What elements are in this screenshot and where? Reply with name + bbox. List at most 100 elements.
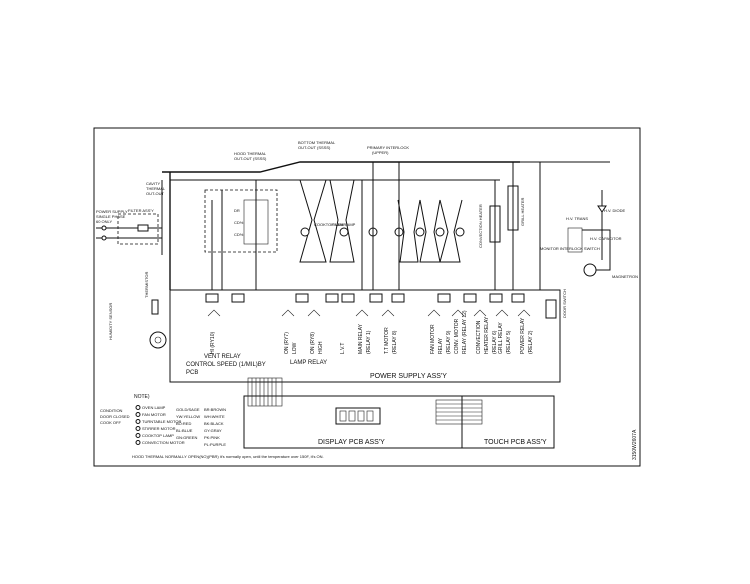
relay-label: GRILL RELAY bbox=[498, 322, 504, 354]
power-supply-label: POWER SUPPLY bbox=[96, 209, 128, 214]
legend-item: TURNTABLE MOTOR bbox=[142, 419, 182, 424]
legend-color: BK:BLACK bbox=[204, 421, 224, 426]
legend-item: COOKTOP LAMP bbox=[142, 433, 174, 438]
hv-circuit bbox=[582, 229, 611, 271]
legend-door-closed: DOOR CLOSED bbox=[100, 414, 130, 419]
legend-color: GOLD/SAGE bbox=[176, 407, 200, 412]
relay-contact bbox=[355, 309, 369, 317]
footnote: HOOD THERMAL NORMALLY OPEN(NO)(PBR) it's… bbox=[132, 454, 324, 459]
touch-ribbon-connector bbox=[435, 399, 483, 425]
legend-note: NOTE) bbox=[134, 394, 150, 400]
legend-symbol-icon bbox=[135, 412, 141, 417]
relay-contact bbox=[307, 309, 321, 317]
legend-item: OVEN LAMP bbox=[142, 405, 166, 410]
digit bbox=[339, 410, 347, 422]
hv-diode-symbol bbox=[597, 205, 607, 213]
connector-blocks bbox=[205, 293, 525, 303]
hv-trans-coil bbox=[567, 227, 583, 253]
filter-assy-box bbox=[117, 213, 159, 245]
legend-item: STIRRER MOTOR bbox=[142, 426, 176, 431]
legend-color: GN:GREEN bbox=[176, 435, 197, 440]
diagram-frame bbox=[93, 127, 641, 467]
bottom-thermal-label: BOTTOM THERMAL bbox=[298, 140, 336, 145]
cooktop-lamp-circle bbox=[300, 227, 310, 237]
hv-capacitor-label: H.V. CAPACITOR bbox=[590, 236, 622, 241]
legend-symbol-icon bbox=[135, 433, 141, 438]
legend-cook-off: COOK OFF bbox=[100, 420, 121, 425]
legend-color: GY:GRAY bbox=[204, 428, 222, 433]
display-ribbon-connector bbox=[247, 377, 283, 407]
relay-contact bbox=[427, 309, 441, 317]
relay-label: (RELAY 5) bbox=[506, 330, 512, 354]
relay-label: RELAY (RELAY 12) bbox=[462, 310, 468, 354]
connector-block bbox=[391, 293, 405, 303]
hv-trans-label: H.V. TRANS bbox=[566, 216, 588, 221]
connector-block bbox=[463, 293, 477, 303]
digit bbox=[348, 410, 356, 422]
fuse-symbol bbox=[137, 224, 149, 232]
relay-label: ON (RY7) bbox=[284, 332, 290, 354]
relay-contact bbox=[281, 309, 295, 317]
humidity-sensor-inner bbox=[154, 336, 162, 344]
coil-label-2: CD% bbox=[234, 220, 244, 225]
humidity-sensor-symbol bbox=[149, 331, 167, 349]
primary-interlock-label-2: (UPPER) bbox=[372, 150, 389, 155]
oven-lamp-label: OVEN LAMP bbox=[332, 222, 356, 227]
legend-color: BR:BROWN bbox=[204, 407, 226, 412]
control-speed-label: CONTROL SPEED (1/MIL)BY bbox=[186, 362, 266, 368]
pcb-label: PCB bbox=[186, 370, 198, 376]
connector-block bbox=[231, 293, 245, 303]
relay-label: CONV. MOTOR bbox=[454, 318, 460, 354]
relay-label: HEATER RELAY bbox=[484, 316, 490, 354]
connector-block bbox=[205, 293, 219, 303]
connector-block bbox=[295, 293, 309, 303]
humidity-sensor-label: HUMIDITY SENSOR bbox=[108, 303, 113, 340]
relay-label: RELAY bbox=[438, 337, 444, 354]
loop-2 bbox=[329, 179, 355, 263]
legend-symbol-icon bbox=[135, 405, 141, 410]
supply-terminal-2 bbox=[101, 235, 107, 241]
digit bbox=[366, 410, 374, 422]
relay-label: (RELAY 2) bbox=[528, 330, 534, 354]
grill-heater-label: GRILL HEATER bbox=[520, 197, 525, 226]
connector-block bbox=[437, 293, 451, 303]
relay-label: L.V.T bbox=[340, 343, 346, 355]
legend-color: BO:RED bbox=[176, 421, 191, 426]
legend-color: YW:YELLOW bbox=[176, 414, 200, 419]
motor-circle-3 bbox=[415, 227, 425, 237]
relay-label: FAN MOTOR bbox=[430, 324, 436, 354]
relay-label: HI (RY10) bbox=[210, 332, 216, 354]
loop-3 bbox=[397, 199, 421, 263]
loop-4 bbox=[419, 199, 441, 263]
door-switch-label: DOOR SWITCH bbox=[562, 289, 567, 318]
relay-contact bbox=[495, 309, 509, 317]
digit bbox=[357, 410, 365, 422]
power-supply-assy-label: POWER SUPPLY ASS'Y bbox=[370, 373, 447, 380]
seven-segment-digits bbox=[339, 410, 374, 422]
relay-label: POWER RELAY bbox=[520, 317, 526, 354]
cooktop-lamp-loop bbox=[299, 179, 327, 263]
legend-color: WH:WHITE bbox=[204, 414, 225, 419]
relay-contact bbox=[451, 309, 465, 317]
relay-contact bbox=[517, 309, 531, 317]
magnetron-symbol bbox=[583, 263, 597, 277]
relay-label: (RELAY 6) bbox=[492, 330, 498, 354]
relay-contact bbox=[207, 309, 221, 317]
monitor-interlock-label: MONITOR INTERLOCK SWITCH bbox=[540, 246, 600, 251]
cavity-thermal-label-3: OUT-OUT bbox=[146, 191, 165, 196]
legend-symbol-icon bbox=[135, 440, 141, 445]
connector-block bbox=[511, 293, 525, 303]
legend-condition: CONDITION bbox=[100, 408, 123, 413]
vent-motor-box bbox=[204, 189, 278, 253]
connector-block bbox=[341, 293, 355, 303]
connector-block bbox=[325, 293, 339, 303]
legend-color: PL:PURPLE bbox=[204, 442, 226, 447]
hv-diode-label: H.V. DIODE bbox=[604, 208, 626, 213]
relay-label: CONVECTION bbox=[476, 320, 482, 354]
legend-item: CONVECTION MOTOR bbox=[142, 440, 185, 445]
relay-label: (RELAY 9) bbox=[446, 330, 452, 354]
